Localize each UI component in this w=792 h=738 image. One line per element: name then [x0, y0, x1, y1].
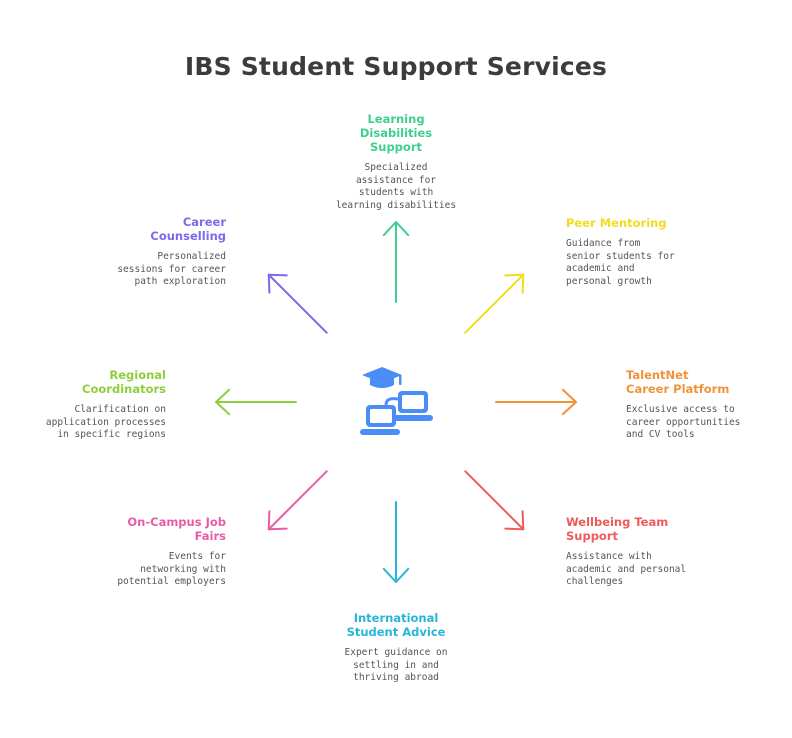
service-description-line: Guidance from [566, 238, 641, 249]
service-description-line: assistance for [355, 174, 437, 186]
service-label-line: Student Advice [346, 625, 446, 639]
cap-tassel [399, 375, 402, 385]
service-description-line: Personalized [157, 251, 226, 262]
service-label: Peer Mentoring [566, 216, 766, 230]
service-description-line: academic and personal [566, 563, 687, 575]
service-label-line: Counselling [150, 229, 226, 243]
service-label-line: Career Platform [626, 382, 730, 396]
service-description-line: students with [358, 187, 434, 198]
service-label-line: Support [369, 140, 422, 154]
service-description-line: Exclusive access to [626, 404, 735, 415]
service-label-line: Disabilities [359, 126, 433, 140]
arrow-career [267, 273, 328, 334]
laptop-base-right [393, 415, 433, 421]
graduation-cap-icon [362, 367, 402, 383]
service-description-line: path exploration [134, 276, 226, 287]
arrow-wellbeing [464, 470, 525, 531]
service-label-line: International [353, 611, 439, 625]
connection-cable [384, 397, 399, 406]
service-description-line: networking with [140, 563, 226, 575]
service-description-line: application processes [45, 416, 166, 428]
service-description-line: career opportunities [626, 416, 741, 428]
arrow-jobfairs [267, 470, 328, 531]
arrow-peer [464, 273, 525, 334]
arrow-learning [382, 221, 410, 303]
service-description-line: Events for [168, 551, 226, 562]
service-label-line: Coordinators [82, 382, 166, 396]
service-label-line: Wellbeing Team [566, 515, 669, 529]
service-description-line: Assistance with [566, 551, 652, 562]
service-description-line: learning disabilities [335, 199, 457, 211]
service-label-line: Career [182, 215, 226, 229]
service-description-line: in specific regions [57, 429, 166, 440]
laptop-screen-right-inner [402, 395, 424, 409]
laptop-screen-left-inner [370, 409, 392, 423]
service-description-line: thriving abroad [353, 672, 439, 683]
service-label-line: Peer Mentoring [566, 216, 667, 230]
service-description-line: sessions for career [117, 263, 226, 275]
cap-base [370, 378, 394, 388]
service-description-line: Clarification on [74, 404, 166, 415]
service-description-line: settling in and [353, 659, 439, 671]
service-label-line: Support [566, 529, 619, 543]
service-description-line: personal growth [566, 275, 652, 287]
service-description-line: potential employers [117, 576, 226, 587]
service-label-line: TalentNet [626, 368, 689, 382]
service-description-line: academic and [566, 263, 635, 274]
service-description-line: Expert guidance on [344, 647, 448, 658]
arrow-regional [215, 388, 297, 416]
arrow-talentnet [495, 388, 577, 416]
service-description-line: and CV tools [626, 429, 695, 440]
service-label-line: On-Campus Job [127, 515, 226, 529]
arrow-international [382, 501, 410, 583]
service-label-line: Learning [367, 112, 425, 126]
service-description-line: challenges [566, 576, 624, 587]
laptop-base-left [360, 429, 400, 435]
service-label-line: Regional [109, 368, 166, 382]
hub-icon [356, 365, 436, 440]
diagram-title: IBS Student Support Services [184, 52, 608, 81]
service-description-line: senior students for [566, 250, 675, 262]
service-label-line: Fairs [194, 529, 226, 543]
service-description-line: Specialized [364, 162, 428, 173]
